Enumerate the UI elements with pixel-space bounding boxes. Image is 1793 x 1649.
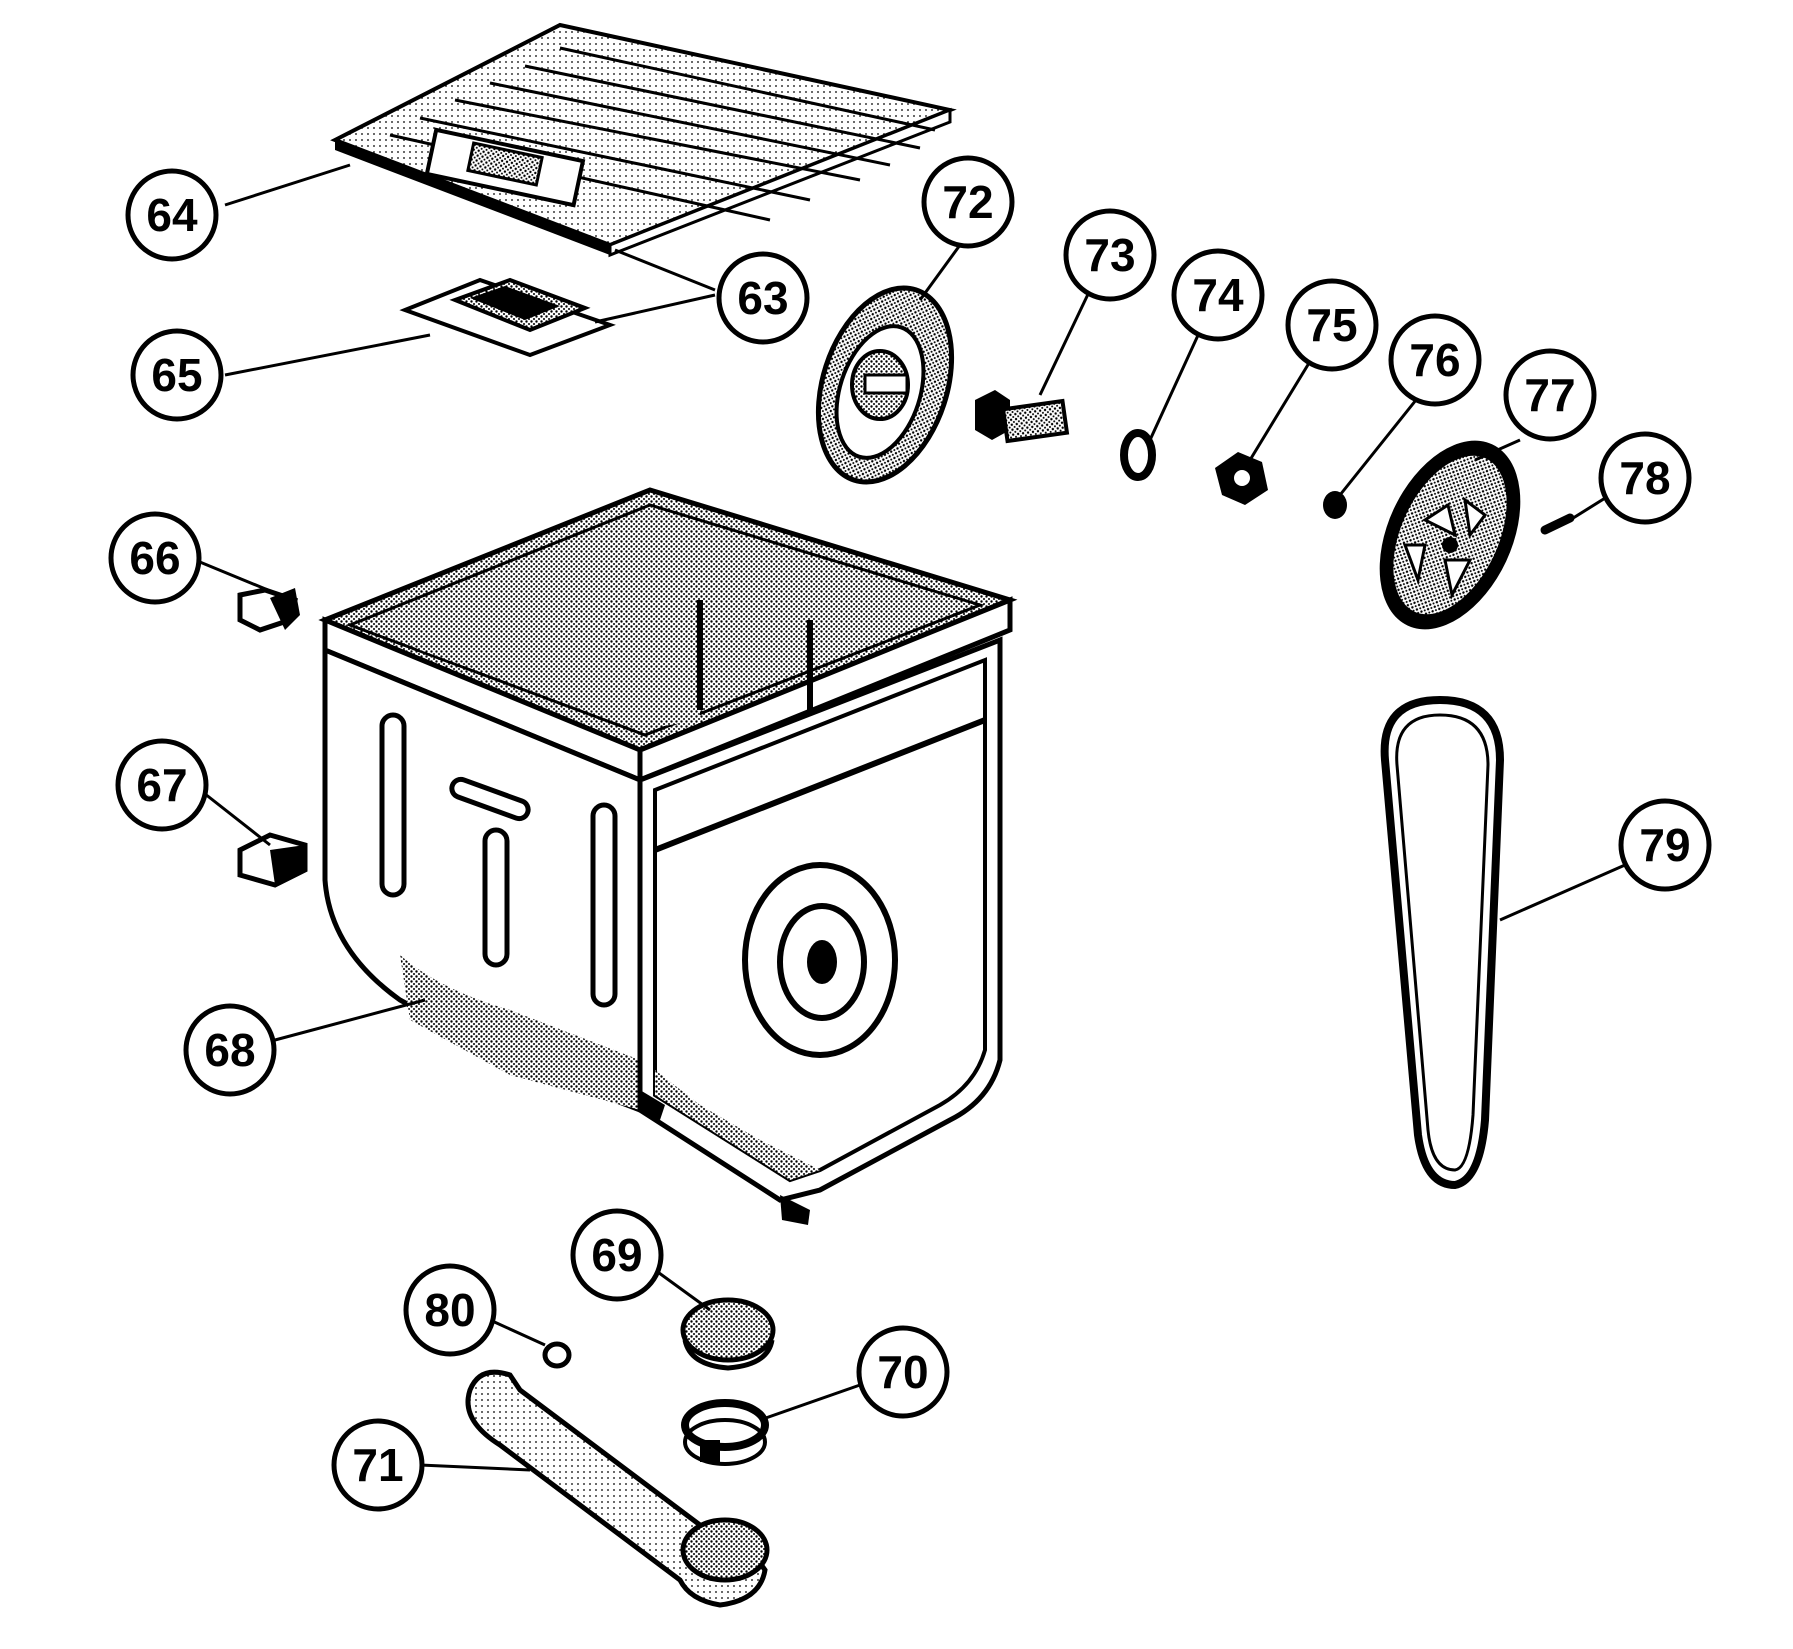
callout-label: 69 <box>591 1229 642 1281</box>
callout-label: 79 <box>1639 819 1690 871</box>
callout-78: 78 <box>1598 431 1692 525</box>
callout-63: 63 <box>716 251 810 345</box>
callout-label: 80 <box>424 1284 475 1336</box>
callout-label: 75 <box>1306 299 1357 351</box>
part-69-filter-disc <box>680 1297 776 1371</box>
part-73-bolt <box>975 390 1070 444</box>
callout-label: 64 <box>146 189 198 241</box>
callout-label: 66 <box>129 532 180 584</box>
callout-71: 71 <box>331 1418 425 1512</box>
callout-label: 65 <box>151 349 202 401</box>
part-67-block <box>237 832 308 888</box>
part-78-pin <box>1540 513 1575 535</box>
part-76-small-nut <box>1323 491 1347 519</box>
callout-label: 74 <box>1192 269 1244 321</box>
callout-74: 74 <box>1171 248 1265 342</box>
callout-77: 77 <box>1503 348 1597 442</box>
part-64-lid <box>330 22 957 258</box>
callout-80: 80 <box>403 1263 497 1357</box>
leader-lines <box>194 163 1626 1472</box>
callout-65: 65 <box>130 328 224 422</box>
callout-label: 72 <box>942 176 993 228</box>
callout-68: 68 <box>183 1003 277 1097</box>
part-72-pulley <box>815 285 955 485</box>
callout-67: 67 <box>115 738 209 832</box>
callout-label: 67 <box>136 759 187 811</box>
callout-72: 72 <box>921 155 1015 249</box>
part-80-small-clip <box>542 1341 572 1369</box>
callout-label: 63 <box>737 272 788 324</box>
callout-label: 71 <box>352 1439 403 1491</box>
callout-64: 64 <box>125 168 219 262</box>
part-68-tub <box>318 487 1018 1225</box>
callout-66: 66 <box>108 511 202 605</box>
part-66-clip <box>237 587 300 633</box>
callout-label: 73 <box>1084 229 1135 281</box>
callout-label: 78 <box>1619 452 1670 504</box>
callout-69: 69 <box>570 1208 664 1302</box>
callout-75: 75 <box>1285 278 1379 372</box>
part-70-hose-clamp <box>681 1399 769 1466</box>
callout-label: 76 <box>1409 334 1460 386</box>
callout-79: 79 <box>1618 798 1712 892</box>
part-77-pulley <box>1379 440 1521 630</box>
callout-label: 77 <box>1524 369 1575 421</box>
callout-73: 73 <box>1063 208 1157 302</box>
callout-label: 70 <box>877 1346 928 1398</box>
part-71-drain-hose <box>465 1369 770 1608</box>
part-79-belt <box>1380 695 1505 1190</box>
part-74-washer <box>1120 429 1156 481</box>
callout-70: 70 <box>856 1325 950 1419</box>
part-65-vent-plate <box>399 277 616 358</box>
callouts: 64 63 65 72 73 74 75 76 <box>108 155 1712 1512</box>
callout-label: 68 <box>204 1024 255 1076</box>
callout-76: 76 <box>1388 313 1482 407</box>
part-75-nut <box>1215 452 1268 505</box>
